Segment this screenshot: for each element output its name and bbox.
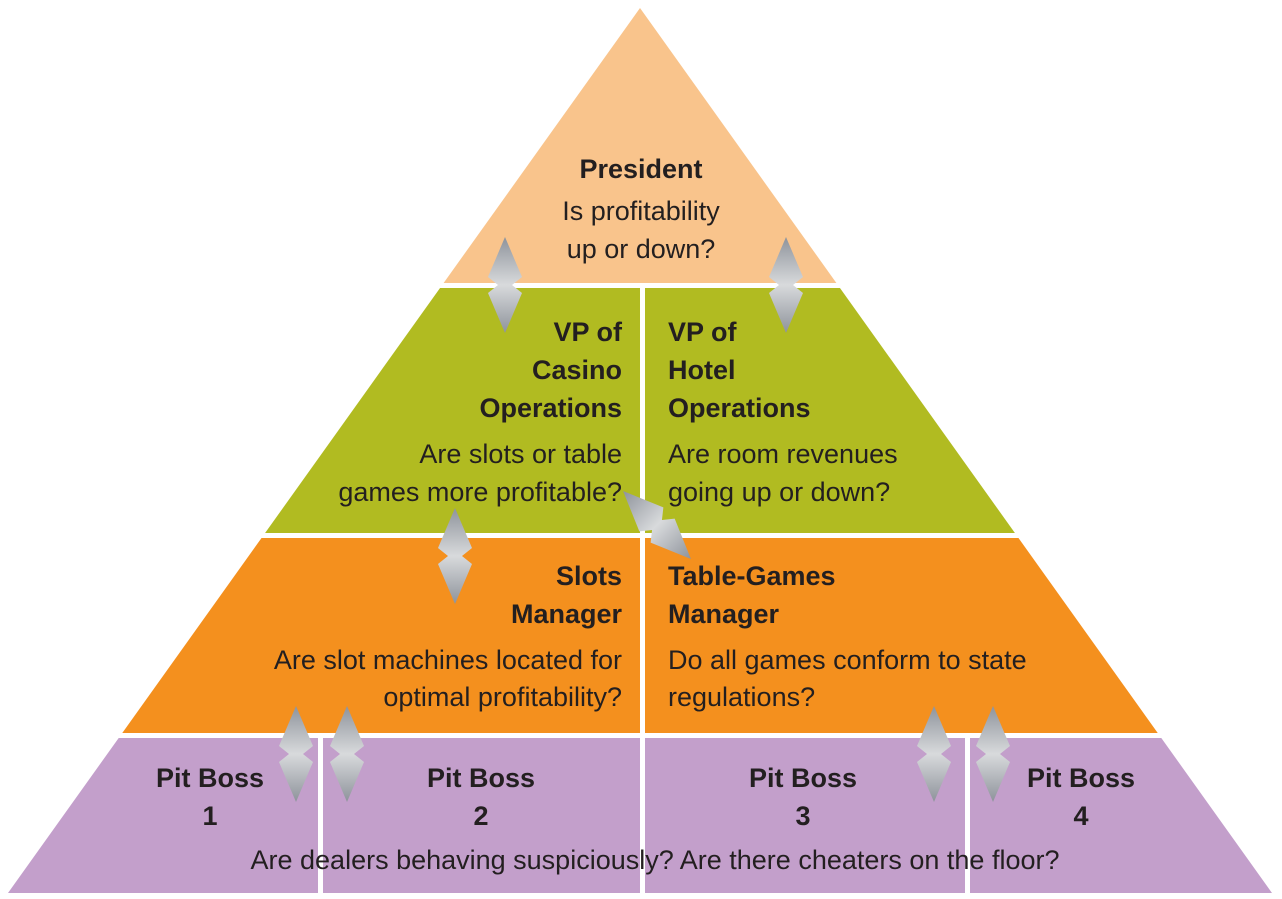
slots-manager-cell xyxy=(122,538,640,733)
vp-casino-box: VP of Casino Operations Are slots or tab… xyxy=(338,317,623,507)
pit-boss-4-cell xyxy=(970,738,1272,893)
vp-hotel-box: VP of Hotel Operations Are room revenues… xyxy=(668,317,898,507)
vp-hotel-title-line1: VP of xyxy=(668,317,738,347)
slots-manager-question-line2: optimal profitability? xyxy=(383,682,622,712)
slots-manager-title-line2: Manager xyxy=(511,599,623,629)
pit-boss-2-label: Pit Boss xyxy=(427,763,535,793)
president-question-line2: up or down? xyxy=(567,234,716,264)
pit-boss-3-cell xyxy=(645,738,965,893)
vp-casino-title-line1: VP of xyxy=(553,317,623,347)
pit-boss-3-number: 3 xyxy=(795,801,810,831)
table-games-manager-question-line2: regulations? xyxy=(668,682,815,712)
pit-boss-1-number: 1 xyxy=(202,801,217,831)
pit-boss-1-label: Pit Boss xyxy=(156,763,264,793)
pit-boss-row: Pit Boss 1 Pit Boss 2 Pit Boss 3 Pit Bos… xyxy=(156,763,1135,875)
table-games-manager-title-line1: Table-Games xyxy=(668,561,836,591)
slots-manager-box: Slots Manager Are slot machines located … xyxy=(274,561,623,712)
double-arrow-icon-vp-casino-table-games xyxy=(623,491,691,559)
pit-boss-4-label: Pit Boss xyxy=(1027,763,1135,793)
vp-casino-question-line2: games more profitable? xyxy=(338,477,622,507)
vp-casino-title-line2: Casino xyxy=(532,355,622,385)
slots-manager-title-line1: Slots xyxy=(556,561,622,591)
pit-boss-3-label: Pit Boss xyxy=(749,763,857,793)
vp-hotel-question-line1: Are room revenues xyxy=(668,439,898,469)
vp-hotel-question-line2: going up or down? xyxy=(668,477,890,507)
vp-casino-question-line1: Are slots or table xyxy=(419,439,622,469)
table-games-manager-question-line1: Do all games conform to state xyxy=(668,645,1027,675)
double-arrow-icon-slots-pitboss1 xyxy=(279,706,313,802)
vp-hotel-title-line2: Hotel xyxy=(668,355,736,385)
table-games-manager-box: Table-Games Manager Do all games conform… xyxy=(668,561,1027,712)
vp-hotel-title-line3: Operations xyxy=(668,393,811,423)
pit-boss-2-cell xyxy=(323,738,640,893)
president-tier xyxy=(443,8,837,283)
slots-manager-question-line1: Are slot machines located for xyxy=(274,645,622,675)
president-box: President Is profitability up or down? xyxy=(562,154,720,264)
double-arrow-icon-slots-pitboss2 xyxy=(330,706,364,802)
double-arrow-icon-vp-casino-slots xyxy=(438,508,472,604)
double-arrow-icon-tables-pitboss3 xyxy=(917,706,951,802)
double-arrow-icon-president-vp-hotel xyxy=(769,237,803,333)
vp-casino-cell xyxy=(265,288,640,533)
pit-boss-4-number: 4 xyxy=(1073,801,1088,831)
vp-casino-title-line3: Operations xyxy=(479,393,622,423)
pit-boss-question: Are dealers behaving suspiciously? Are t… xyxy=(251,845,1060,875)
table-games-manager-cell xyxy=(645,538,1158,733)
president-question-line1: Is profitability xyxy=(562,196,720,226)
pit-boss-2-number: 2 xyxy=(473,801,488,831)
president-title: President xyxy=(579,154,702,184)
table-games-manager-title-line2: Manager xyxy=(668,599,780,629)
pit-boss-1-cell xyxy=(8,738,318,893)
double-arrow-icon-tables-pitboss4 xyxy=(976,706,1010,802)
vp-hotel-cell xyxy=(645,288,1015,533)
double-arrow-icon-president-vp-casino xyxy=(488,237,522,333)
